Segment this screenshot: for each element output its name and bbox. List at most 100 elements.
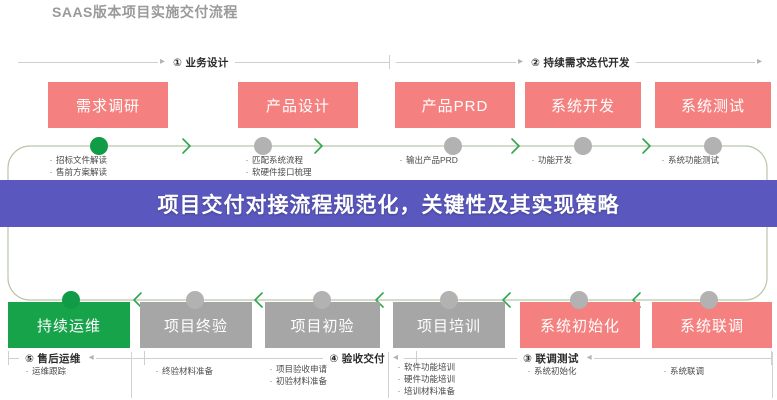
arrow-right-icon: ▸ xyxy=(518,56,524,67)
bullet-text: 项目验收申请 xyxy=(276,364,328,374)
bullet-item: ·招标文件解读 xyxy=(46,155,108,166)
bullet-dot-icon: · xyxy=(661,155,665,165)
step-box-system-development[interactable]: 系统开发 xyxy=(525,82,641,128)
step-box-system-joint-debug[interactable]: 系统联调 xyxy=(652,302,772,348)
step-box-final-acceptance[interactable]: 项目终验 xyxy=(140,302,252,348)
bullet-item: ·项目验收申请 xyxy=(266,364,328,375)
bullet-list-system-init: ·系统初始化 xyxy=(524,366,577,378)
node-dot-system-development xyxy=(574,137,592,155)
bullet-dot-icon: · xyxy=(245,155,249,165)
bullet-list-system-testing: ·系统功能测试 xyxy=(658,155,720,167)
phase-rule-right xyxy=(234,61,389,63)
step-label: 需求调研 xyxy=(75,97,140,115)
bullet-dot-icon: · xyxy=(269,376,273,386)
overlay-banner-text: 项目交付对接流程规范化，关键性及其实现策略 xyxy=(157,193,620,217)
arrow-left-icon: ◂ xyxy=(392,352,398,363)
step-box-product-prd[interactable]: 产品PRD xyxy=(395,82,515,128)
bullet-list-initial-acceptance: ·项目验收申请 ·初验材料准备 xyxy=(266,364,328,388)
bullet-text: 软硬件接口梳理 xyxy=(252,167,312,177)
bullet-text: 输出产品PRD xyxy=(406,155,458,165)
phase-header-5: ⑤ 售后运维 ◂ ④ 验收交付 ◂ xyxy=(8,350,400,366)
bullet-item: ·运维跟踪 xyxy=(22,366,67,377)
node-dot-product-prd xyxy=(444,137,462,155)
bullet-dot-icon: · xyxy=(155,366,159,376)
bullet-text: 售前方案解读 xyxy=(56,167,108,177)
column-separator xyxy=(388,352,389,398)
bullet-dot-icon: · xyxy=(269,364,273,374)
phase-label-5: ⑤ 售后运维 xyxy=(25,352,81,365)
step-label: 项目终验 xyxy=(163,317,228,335)
bullet-text: 匹配系统流程 xyxy=(252,155,304,165)
step-label: 产品设计 xyxy=(265,97,330,115)
bullet-dot-icon: · xyxy=(49,155,53,165)
step-box-requirement-research[interactable]: 需求调研 xyxy=(48,82,168,128)
bullet-item: ·培训材料准备 xyxy=(394,386,456,397)
bullet-text: 软件功能培训 xyxy=(404,362,456,372)
step-label: 系统初始化 xyxy=(539,317,620,335)
phase-header-1: ▸ ① 业务设计 xyxy=(18,54,390,70)
column-separator xyxy=(131,352,132,398)
phase-label-4: ④ 验收交付 xyxy=(329,352,385,365)
arrow-right-icon-end: ▸ xyxy=(756,56,762,67)
bullet-text: 系统联调 xyxy=(670,366,705,376)
phase-tick xyxy=(389,55,390,69)
step-box-project-training[interactable]: 项目培训 xyxy=(393,302,505,348)
step-label: 持续运维 xyxy=(36,317,101,335)
phase-tick xyxy=(143,351,145,365)
step-box-initial-acceptance[interactable]: 项目初验 xyxy=(265,302,380,348)
bullet-text: 招标文件解读 xyxy=(56,155,108,165)
bullet-dot-icon: · xyxy=(531,155,535,165)
bullet-dot-icon: · xyxy=(397,374,401,384)
phase-header-3: ③ 联调测试 ◂ xyxy=(404,350,772,366)
phase-header-2: ▸ ② 持续需求迭代开发 ▸ xyxy=(396,54,764,70)
step-label: 系统测试 xyxy=(680,97,745,115)
bullet-dot-icon: · xyxy=(663,366,667,376)
bullet-dot-icon: · xyxy=(399,155,403,165)
step-label: 系统联调 xyxy=(679,317,744,335)
step-label: 系统开发 xyxy=(550,97,615,115)
step-box-system-testing[interactable]: 系统测试 xyxy=(655,82,771,128)
overlay-banner: 项目交付对接流程规范化，关键性及其实现策略 xyxy=(0,180,777,227)
bullet-dot-icon: · xyxy=(49,167,53,177)
bullet-dot-icon: · xyxy=(245,167,249,177)
bullet-dot-icon: · xyxy=(25,366,29,376)
phase-tick xyxy=(8,351,9,365)
bullet-list-product-prd: ·输出产品PRD xyxy=(396,155,458,167)
bullet-item: ·系统初始化 xyxy=(524,366,577,377)
arrow-right-icon: ▸ xyxy=(160,56,166,67)
phase-rule-mid xyxy=(417,357,517,359)
bullet-text: 终验材料准备 xyxy=(162,366,214,376)
phase-rule-right xyxy=(593,357,771,359)
node-dot-final-acceptance xyxy=(186,291,204,309)
step-box-continuous-ops[interactable]: 持续运维 xyxy=(8,302,130,348)
phase-label-3: ③ 联调测试 xyxy=(523,352,579,365)
bullet-list-system-development: ·功能开发 xyxy=(528,155,573,167)
bullet-text: 运维跟踪 xyxy=(32,366,67,376)
bullet-text: 系统初始化 xyxy=(534,366,577,376)
phase-rule-right xyxy=(635,61,755,63)
bullet-list-continuous-ops: ·运维跟踪 xyxy=(22,366,67,378)
phase-label-2: ② 持续需求迭代开发 xyxy=(531,56,630,69)
bullet-text: 初验材料准备 xyxy=(276,376,328,386)
node-dot-requirement-research xyxy=(90,137,108,155)
phase-rule-left xyxy=(404,357,416,359)
bullet-item: ·软硬件接口梳理 xyxy=(242,167,312,178)
step-box-system-init[interactable]: 系统初始化 xyxy=(520,302,640,348)
node-dot-product-design xyxy=(254,137,272,155)
page-title: SAAS版本项目实施交付流程 xyxy=(52,4,238,20)
phase-rule-left xyxy=(9,357,19,359)
bullet-list-final-acceptance: ·终验材料准备 xyxy=(152,366,214,378)
node-dot-project-training xyxy=(440,291,458,309)
node-dot-system-joint-debug xyxy=(700,291,718,309)
node-dot-continuous-ops xyxy=(62,291,80,309)
node-dot-initial-acceptance xyxy=(313,291,331,309)
node-dot-system-testing xyxy=(704,137,722,155)
column-separator xyxy=(772,352,773,398)
bullet-text: 系统功能测试 xyxy=(668,155,720,165)
phase-rule-left xyxy=(18,61,158,63)
phase-tick xyxy=(416,351,417,365)
step-box-product-design[interactable]: 产品设计 xyxy=(238,82,358,128)
bullet-list-system-joint-debug: ·系统联调 xyxy=(660,366,705,378)
step-label: 项目初验 xyxy=(290,317,355,335)
